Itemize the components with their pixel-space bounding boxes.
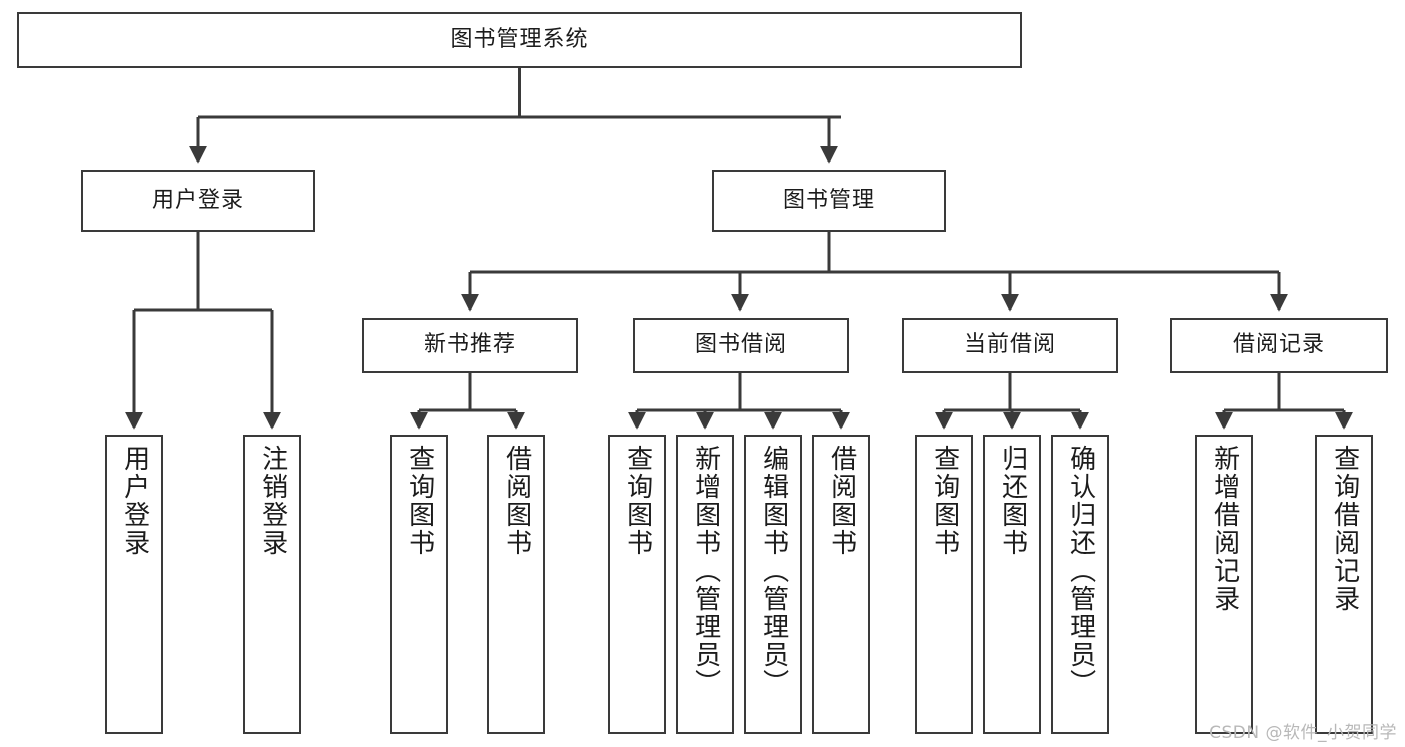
node-leaf-add-record-label: 新增借阅记录 — [1209, 445, 1240, 613]
node-leaf-logout-label: 注销登录 — [257, 445, 288, 557]
node-leaf-query-book-2[interactable]: 查询图书 — [608, 435, 666, 734]
node-borrow-record-label: 借阅记录 — [1232, 332, 1325, 358]
node-leaf-add-book-label: 新增图书（管理员） — [690, 445, 721, 697]
node-leaf-user-login-label: 用户登录 — [119, 445, 150, 557]
node-current-borrow-label: 当前借阅 — [963, 332, 1056, 358]
node-current-borrow[interactable]: 当前借阅 — [902, 318, 1118, 373]
node-leaf-return-book[interactable]: 归还图书 — [983, 435, 1041, 734]
node-leaf-confirm-return[interactable]: 确认归还（管理员） — [1051, 435, 1109, 734]
node-leaf-query-book-1-label: 查询图书 — [404, 445, 435, 557]
node-book-borrow-label: 图书借阅 — [694, 332, 787, 358]
node-borrow-record[interactable]: 借阅记录 — [1170, 318, 1388, 373]
node-book-manage[interactable]: 图书管理 — [712, 170, 946, 232]
node-leaf-borrow-book-2-label: 借阅图书 — [826, 445, 857, 557]
node-leaf-confirm-return-label: 确认归还（管理员） — [1065, 445, 1096, 697]
node-leaf-query-record-label: 查询借阅记录 — [1329, 445, 1360, 613]
node-user-login[interactable]: 用户登录 — [81, 170, 315, 232]
node-leaf-borrow-book-2[interactable]: 借阅图书 — [812, 435, 870, 734]
node-book-manage-label: 图书管理 — [782, 187, 875, 213]
node-new-book-rec-label: 新书推荐 — [423, 332, 516, 358]
node-leaf-query-book-3[interactable]: 查询图书 — [915, 435, 973, 734]
node-leaf-query-record[interactable]: 查询借阅记录 — [1315, 435, 1373, 734]
csdn-watermark: CSDN @软件_小贺同学 — [1209, 723, 1397, 743]
node-leaf-borrow-book-1[interactable]: 借阅图书 — [487, 435, 545, 734]
node-leaf-borrow-book-1-label: 借阅图书 — [501, 445, 532, 557]
node-leaf-logout[interactable]: 注销登录 — [243, 435, 301, 734]
node-new-book-rec[interactable]: 新书推荐 — [362, 318, 578, 373]
node-leaf-add-book[interactable]: 新增图书（管理员） — [676, 435, 734, 734]
node-leaf-query-book-2-label: 查询图书 — [622, 445, 653, 557]
node-leaf-add-record[interactable]: 新增借阅记录 — [1195, 435, 1253, 734]
node-leaf-return-book-label: 归还图书 — [997, 445, 1028, 557]
node-root-label: 图书管理系统 — [450, 26, 589, 52]
node-user-login-label: 用户登录 — [151, 187, 244, 213]
node-leaf-edit-book[interactable]: 编辑图书（管理员） — [744, 435, 802, 734]
node-leaf-user-login[interactable]: 用户登录 — [105, 435, 163, 734]
node-book-borrow[interactable]: 图书借阅 — [633, 318, 849, 373]
node-leaf-query-book-3-label: 查询图书 — [929, 445, 960, 557]
node-leaf-query-book-1[interactable]: 查询图书 — [390, 435, 448, 734]
node-root[interactable]: 图书管理系统 — [17, 12, 1022, 68]
node-leaf-edit-book-label: 编辑图书（管理员） — [758, 445, 789, 697]
